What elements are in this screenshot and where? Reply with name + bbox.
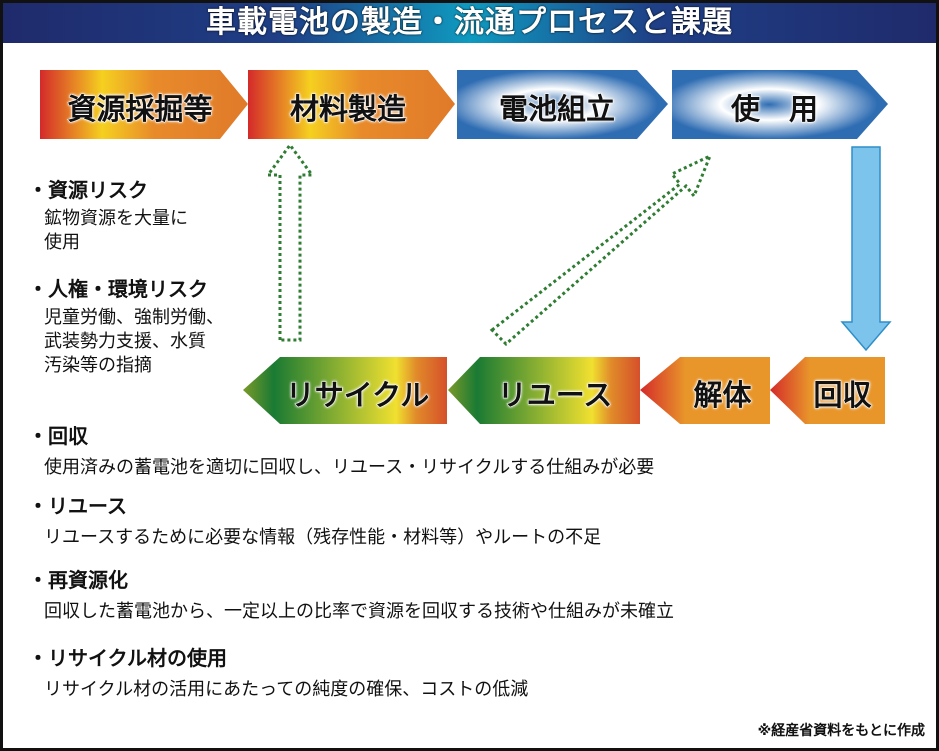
issue-heading: ・回収	[28, 424, 88, 448]
issue-heading: ・リユース	[28, 494, 127, 518]
dotted-diagonal-arrow	[489, 153, 713, 347]
arrow-resource-mining	[40, 70, 248, 139]
arrow-use	[672, 70, 888, 139]
down-arrow	[840, 146, 892, 352]
risk-heading: ・人権・環境リスク	[28, 277, 208, 301]
issue-text: リユースするために必要な情報（残存性能・材料等）やルートの不足	[44, 527, 602, 548]
arrow-dismantle	[640, 357, 770, 424]
arrow-recycle	[243, 357, 447, 424]
label-battery-assembly: 電池組立	[498, 92, 615, 127]
arrow-collect	[770, 357, 885, 424]
page-title: 車載電池の製造・流通プロセスと課題	[3, 3, 936, 43]
arrow-material-manufacturing	[248, 70, 455, 139]
risk-text: 鉱物資源を大量に使用	[44, 208, 188, 253]
label-dismantle: 解体	[693, 378, 752, 413]
label-resource-mining: 資源採掘等	[67, 92, 213, 127]
issue-text: 回収した蓄電池から、一定以上の比率で資源を回収する技術や仕組みが未確立	[44, 601, 674, 622]
label-collect: 回収	[813, 378, 872, 413]
source-note: ※経産省資料をもとに作成	[757, 723, 925, 739]
issue-heading: ・再資源化	[28, 568, 128, 592]
label-use: 使 用	[730, 92, 818, 127]
risk-heading: ・資源リスク	[28, 178, 148, 202]
label-material-manufacturing: 材料製造	[289, 92, 406, 127]
label-recycle: リサイクル	[285, 378, 430, 413]
issue-heading: ・リサイクル材の使用	[28, 646, 227, 670]
issue-text: リサイクル材の活用にあたっての純度の確保、コストの低減	[44, 679, 529, 700]
arrow-battery-assembly	[457, 70, 668, 139]
label-reuse: リユース	[497, 378, 613, 413]
risk-text: 児童労働、強制労働、武装勢力支援、水質汚染等の指摘	[44, 307, 224, 376]
arrow-reuse	[448, 357, 640, 424]
issue-text: 使用済みの蓄電池を適切に回収し、リユース・リサイクルする仕組みが必要	[44, 457, 655, 478]
dotted-up-arrow	[265, 142, 315, 342]
